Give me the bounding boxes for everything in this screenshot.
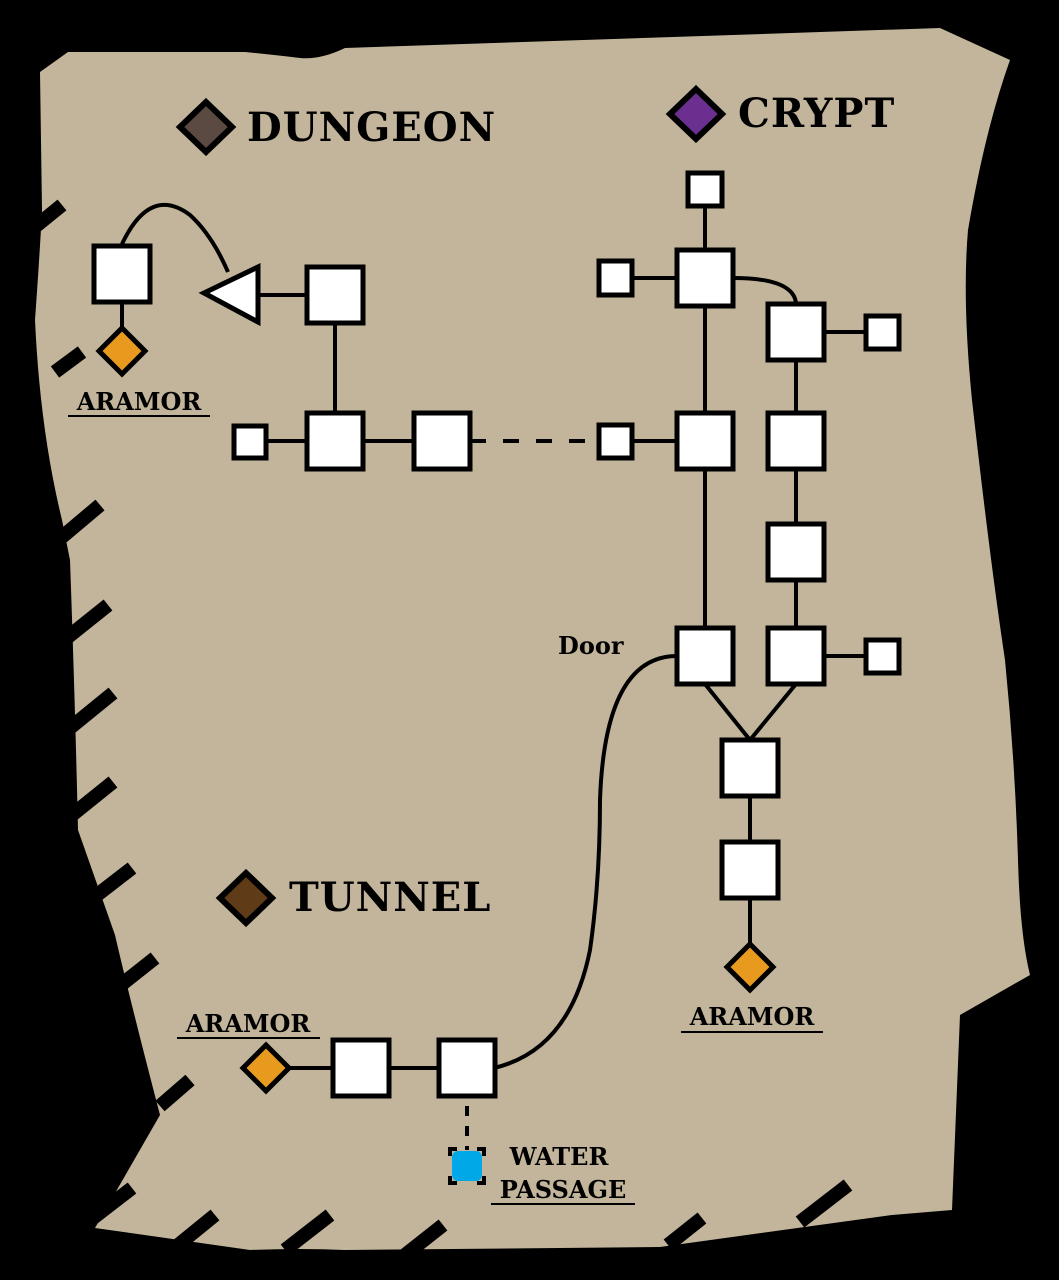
dungeon-diamond-icon	[175, 97, 237, 157]
edge-hatches	[20, 199, 853, 1261]
small-room[interactable]	[231, 423, 269, 461]
water-label-line1: WATER	[509, 1142, 610, 1171]
room[interactable]	[674, 247, 736, 309]
small-room[interactable]	[863, 637, 902, 676]
connections	[120, 202, 866, 1150]
room[interactable]	[765, 301, 827, 363]
crypt-diamond-icon	[665, 84, 727, 144]
rooms	[91, 170, 902, 1099]
curved-passage	[732, 276, 798, 304]
small-room[interactable]	[596, 422, 635, 461]
hatch-mark	[280, 1209, 335, 1256]
water-icon[interactable]	[452, 1151, 482, 1181]
stairs-triangle-icon[interactable]	[198, 263, 261, 327]
room[interactable]	[330, 1037, 392, 1099]
region-title-crypt: CRYPT	[738, 90, 895, 137]
hatch-mark	[400, 1219, 448, 1261]
passage	[748, 682, 798, 742]
curved-passage	[120, 202, 230, 273]
hatch-mark	[20, 199, 67, 241]
hatch-mark	[83, 862, 137, 908]
room[interactable]	[765, 410, 827, 472]
door-room[interactable]	[674, 625, 736, 687]
aramor-label: ARAMOR	[185, 1009, 312, 1038]
region-dungeon: DUNGEON	[175, 97, 496, 157]
hatch-mark	[67, 776, 118, 821]
hatch-mark	[107, 952, 160, 998]
hatch-mark	[795, 1179, 853, 1228]
small-room[interactable]	[596, 258, 635, 298]
region-crypt: CRYPT	[665, 84, 895, 144]
aramor-diamond-icon[interactable]	[239, 1041, 293, 1095]
room[interactable]	[674, 410, 736, 472]
hatch-mark	[57, 499, 105, 543]
aramor-diamond-icon[interactable]	[723, 940, 777, 994]
hatch-mark	[65, 687, 118, 734]
hatch-mark	[63, 599, 113, 643]
hatch-mark	[155, 1074, 195, 1112]
aramor-crypt[interactable]: ARAMOR	[681, 940, 823, 1033]
door-label: Door	[558, 631, 624, 660]
region-tunnel: TUNNEL	[215, 868, 491, 928]
room[interactable]	[304, 264, 366, 326]
aramor-tunnel[interactable]: ARAMOR	[177, 1009, 320, 1095]
water-passage[interactable]: WATER PASSAGE	[448, 1142, 635, 1205]
water-frame-corners	[448, 1147, 486, 1185]
room[interactable]	[719, 737, 781, 799]
room[interactable]	[765, 521, 827, 583]
aramor-diamond-icon[interactable]	[95, 324, 149, 378]
room[interactable]	[91, 243, 153, 305]
tunnel-diamond-icon	[215, 868, 277, 928]
hatch-mark	[83, 1182, 137, 1228]
passage	[703, 682, 752, 742]
aramor-label: ARAMOR	[689, 1002, 816, 1031]
room[interactable]	[765, 625, 827, 687]
room[interactable]	[719, 839, 781, 901]
region-title-dungeon: DUNGEON	[247, 104, 496, 151]
aramor-dungeon[interactable]: ARAMOR	[68, 324, 210, 417]
room[interactable]	[436, 1037, 498, 1099]
region-title-tunnel: TUNNEL	[289, 874, 491, 921]
small-room[interactable]	[685, 170, 725, 209]
hatch-mark	[50, 346, 87, 378]
aramor-label: ARAMOR	[76, 387, 203, 416]
water-label-line2: PASSAGE	[500, 1175, 626, 1204]
door-passage	[493, 654, 678, 1070]
hatch-mark	[663, 1212, 707, 1251]
room[interactable]	[411, 410, 473, 472]
hatch-mark	[167, 1209, 220, 1256]
small-room[interactable]	[863, 313, 902, 352]
room[interactable]	[304, 410, 366, 472]
